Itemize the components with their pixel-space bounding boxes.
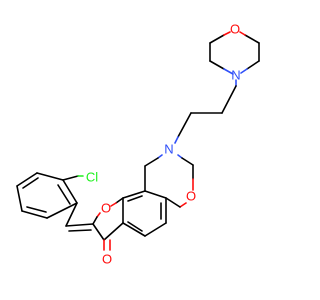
oxazine-ring [144, 154, 194, 208]
morpholine-nitrogen-label: N [231, 67, 240, 82]
oxazine-oxygen-label: O [186, 188, 196, 203]
morpholine-ring [209, 31, 260, 75]
chlorophenyl-ring [16, 172, 84, 227]
benzene-core [122, 190, 167, 237]
morpholine-oxygen-label: O [230, 21, 240, 36]
furan-oxygen-label: O [101, 200, 111, 215]
exocyclic-double-bond [65, 223, 94, 232]
furanone-ring [92, 197, 124, 251]
oxazine-nitrogen-label: N [164, 141, 173, 156]
ethyl-linker [174, 79, 237, 144]
ketone-oxygen-label: O [102, 251, 112, 266]
chlorine-label: Cl [86, 169, 98, 184]
molecule-structure: O N N O O O Cl [16, 21, 260, 266]
